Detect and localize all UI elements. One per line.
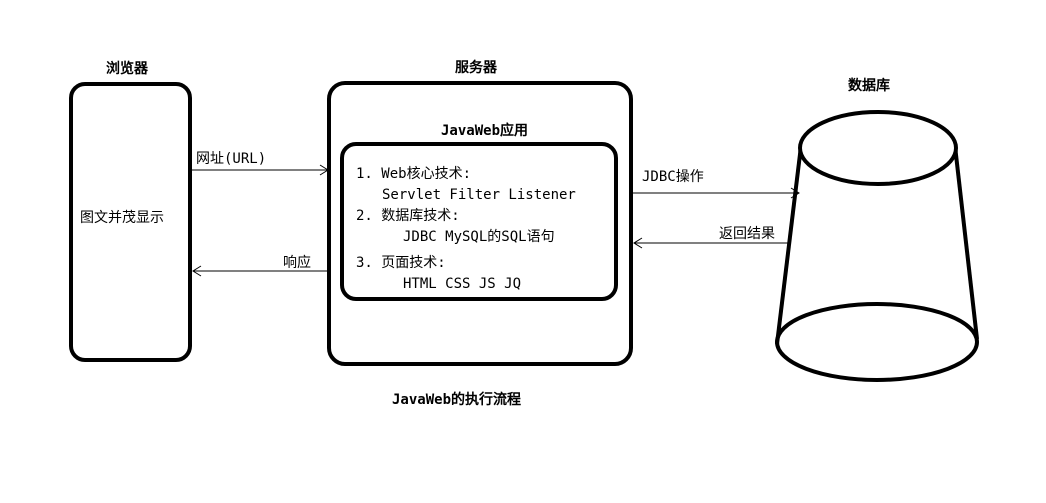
browser-title: 浏览器 [106, 61, 148, 77]
result-arrow [633, 237, 790, 249]
javaweb-app-title: JavaWeb应用 [441, 123, 529, 139]
jdbc-arrow [633, 187, 800, 199]
tech-line-jdbc: JDBC MySQL的SQL语句 [403, 229, 555, 245]
database-cylinder [775, 110, 979, 382]
diagram-caption: JavaWeb的执行流程 [392, 392, 522, 408]
browser-content-label: 图文并茂显示 [80, 210, 164, 226]
browser-box [69, 82, 192, 362]
tech-line-page: 3. 页面技术: [356, 255, 446, 271]
response-arrow [192, 265, 328, 277]
tech-line-servlet: Servlet Filter Listener [382, 187, 576, 203]
javaweb-app-box [340, 142, 618, 301]
request-arrow [192, 164, 329, 176]
result-arrow-label: 返回结果 [719, 226, 775, 242]
server-title: 服务器 [455, 60, 497, 76]
tech-line-web-core: 1. Web核心技术: [356, 166, 472, 182]
tech-line-database: 2. 数据库技术: [356, 208, 460, 224]
database-title: 数据库 [848, 78, 890, 94]
response-arrow-label: 响应 [283, 255, 311, 271]
tech-line-html: HTML CSS JS JQ [403, 276, 522, 292]
request-arrow-label: 网址(URL) [196, 151, 267, 167]
jdbc-arrow-label: JDBC操作 [642, 169, 704, 185]
